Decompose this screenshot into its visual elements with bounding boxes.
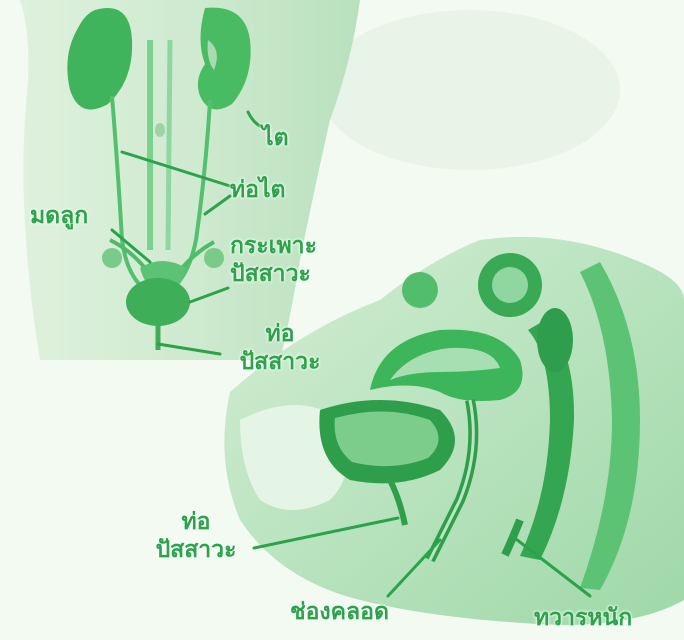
label-ureter: ท่อไต: [230, 176, 285, 204]
ovary-right: [204, 248, 224, 268]
label-vagina: ช่องคลอด: [290, 598, 389, 626]
label-bladder-line2: ปัสสาวะ: [230, 260, 317, 288]
label-kidney: ไต: [262, 124, 289, 152]
vena-cava: [168, 40, 170, 250]
intestine-loop-2: [402, 272, 438, 308]
background-sketch: [320, 10, 620, 170]
label-uterus: มดลูก: [30, 202, 88, 230]
ovary-left: [102, 248, 122, 268]
label-urethra-top-line1: ท่อ: [222, 320, 338, 348]
label-urethra-bottom-line2: ปัสสาวะ: [138, 536, 254, 564]
label-anus: ทวารหนัก: [534, 604, 632, 632]
navel: [155, 123, 165, 137]
intestine-loop-inner: [492, 267, 528, 303]
bladder-shape: [126, 278, 190, 326]
label-urethra-bottom-line1: ท่อ: [138, 508, 254, 536]
label-bladder-line1: กระเพาะ: [230, 232, 317, 260]
label-urethra-bottom: ท่อ ปัสสาวะ: [138, 508, 254, 564]
label-urethra-top: ท่อ ปัสสาวะ: [222, 320, 338, 376]
label-urethra-top-line2: ปัสสาวะ: [222, 348, 338, 376]
rectum-bulge: [537, 308, 573, 372]
bladder-section-lumen: [335, 411, 439, 466]
label-bladder: กระเพาะ ปัสสาวะ: [230, 232, 317, 288]
